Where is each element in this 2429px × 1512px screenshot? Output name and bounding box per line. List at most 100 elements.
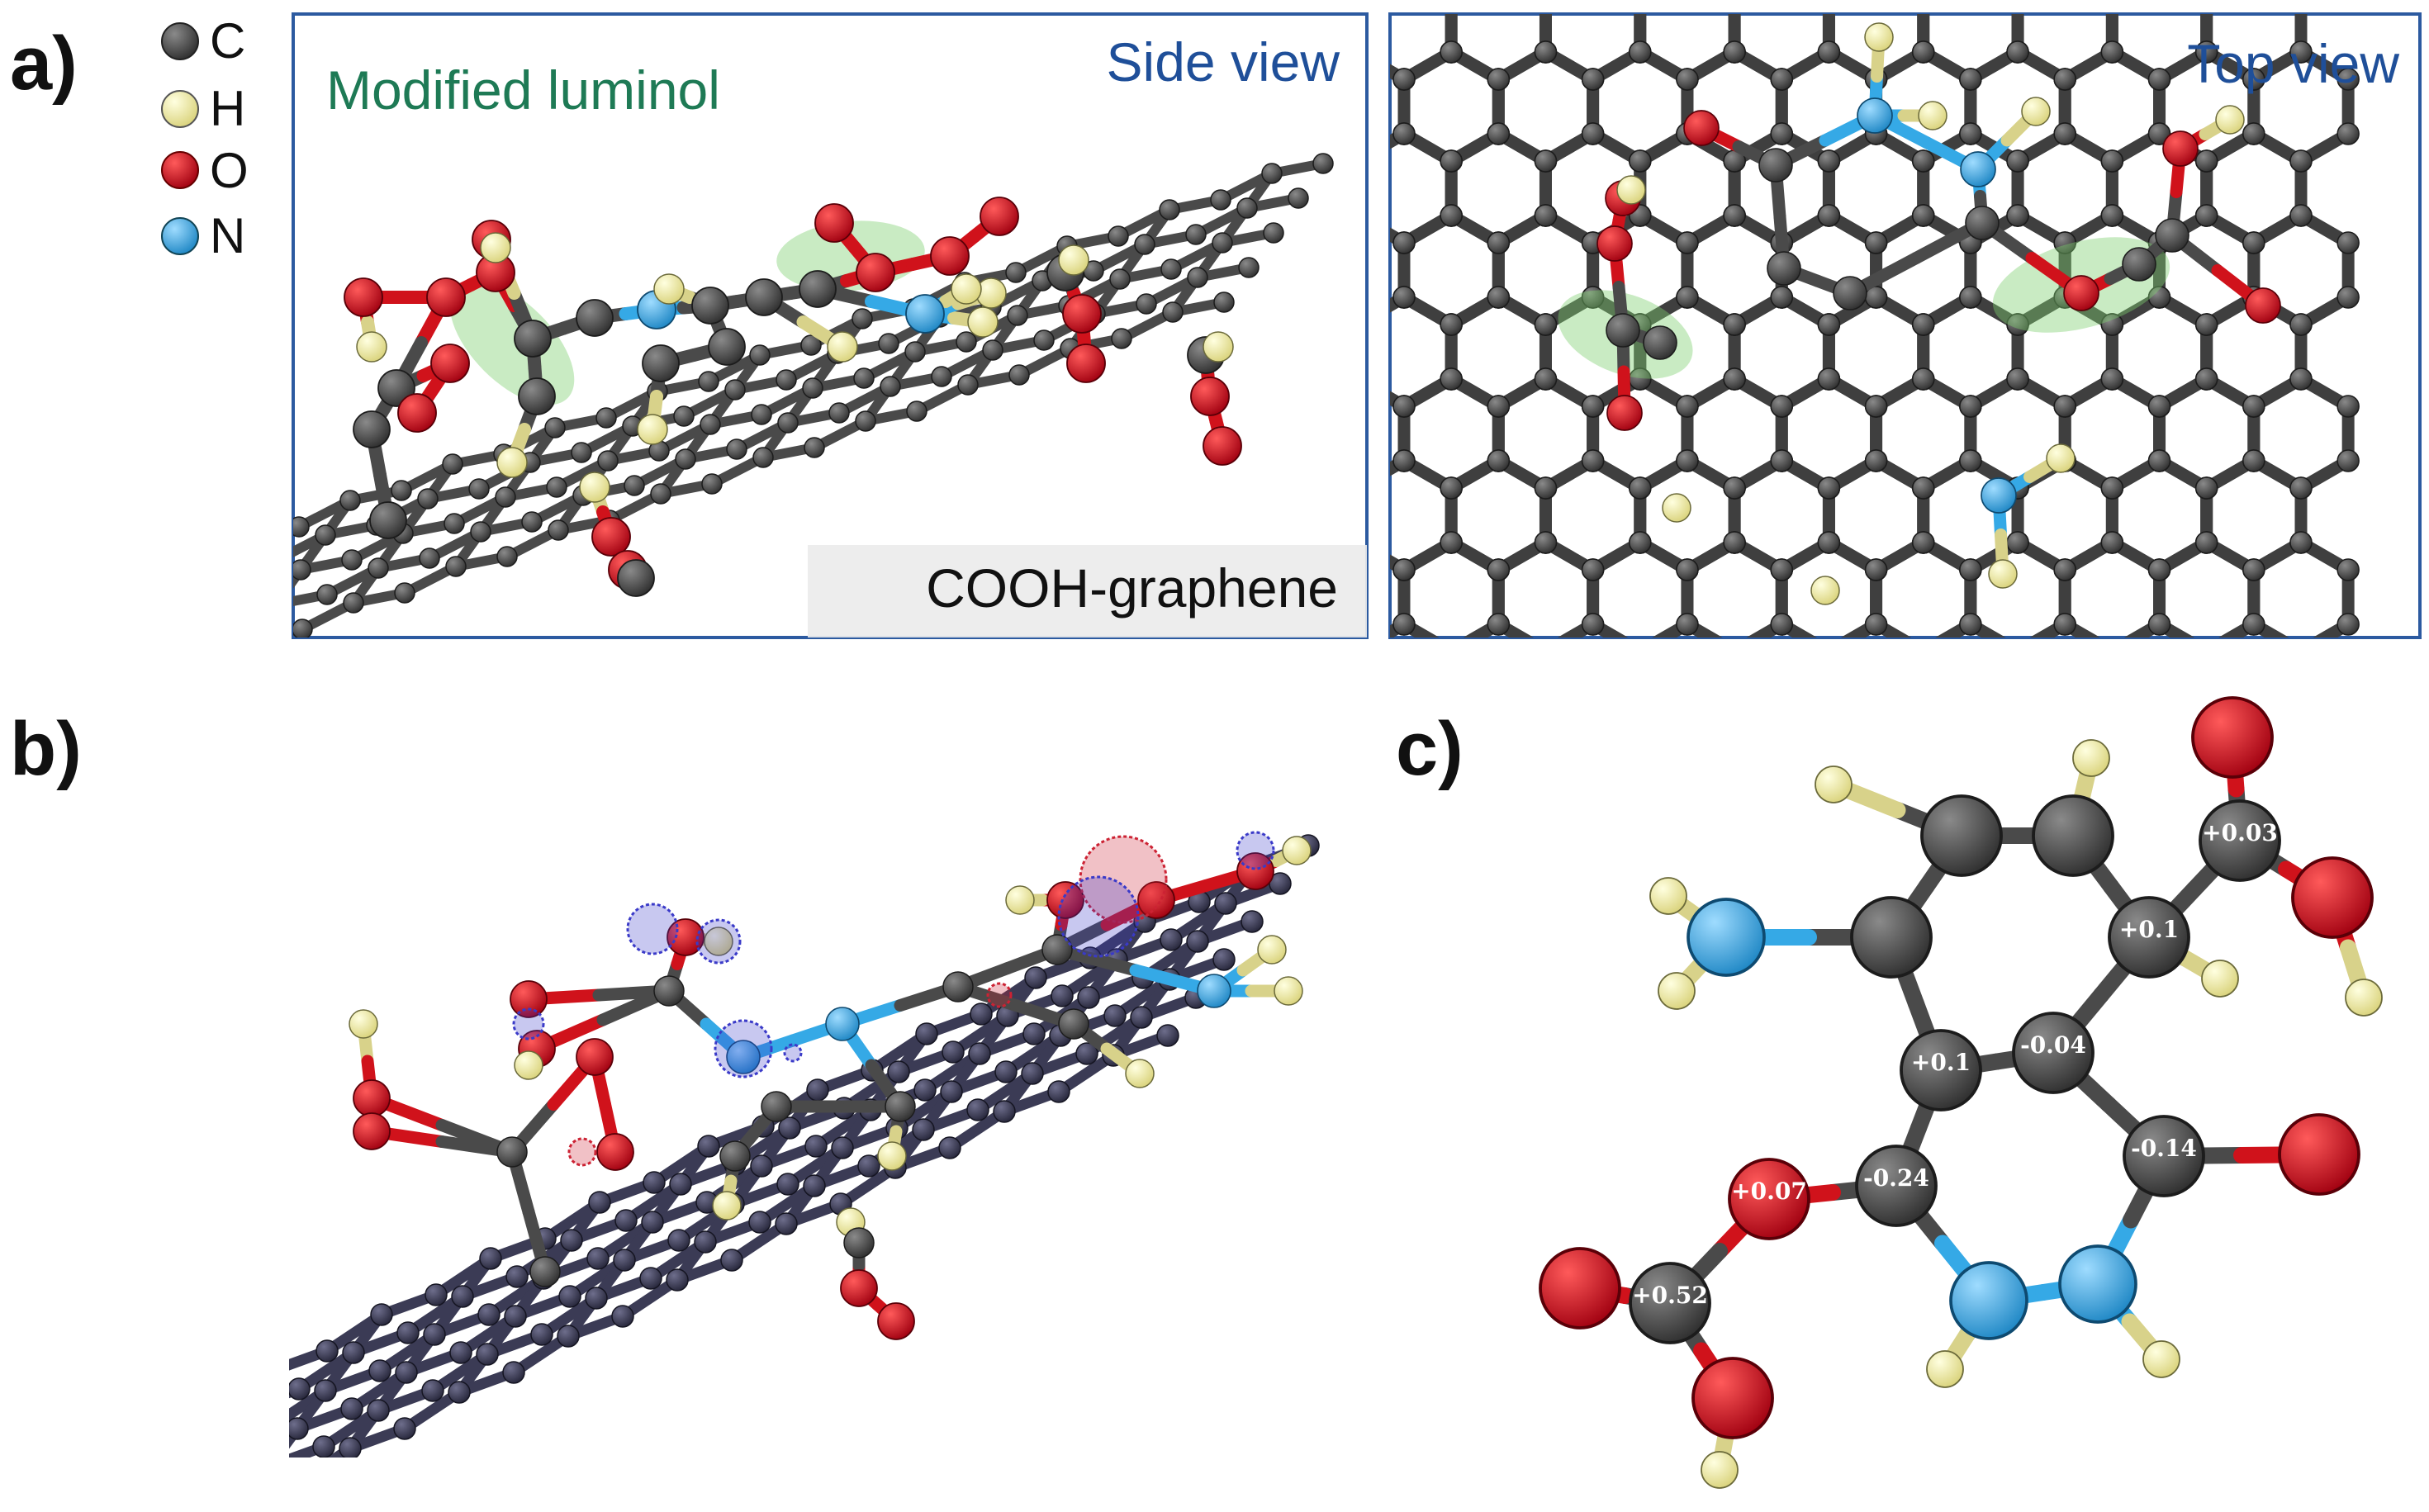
bond [173, 631, 225, 641]
positive-isosurface [1079, 835, 1168, 924]
positive-isosurface [567, 1137, 597, 1167]
hydrogen-atom [1282, 836, 1312, 865]
negative-isosurface [695, 918, 742, 965]
carbon-atom [776, 1173, 799, 1196]
top-view-model [1346, 0, 2360, 662]
carbon-atom [2289, 476, 2313, 500]
bader-charge-panel: +0.03 +0.1 +0.1 -0.04 -0.14 +0.07 -0.24 … [1539, 696, 2383, 1489]
carbon-atom [994, 1060, 1018, 1083]
carbon-atom [761, 1091, 792, 1122]
carbon-atom [1136, 293, 1157, 315]
hydrogen-atom-icon [161, 90, 199, 128]
carbon-atom [1723, 204, 1746, 227]
oxygen-atom [2063, 275, 2099, 311]
carbon-atom [1534, 204, 1558, 227]
carbon-atom [2147, 122, 2171, 145]
oxygen-atom [510, 980, 548, 1018]
carbon-atom [1392, 449, 1416, 472]
carbon-atom [1160, 928, 1183, 951]
carbon-atom [968, 1042, 991, 1065]
carbon-atom [391, 480, 412, 501]
carbon-atom [2194, 531, 2218, 554]
carbon-atom [1864, 231, 1888, 254]
oxygen-atom [1236, 852, 1274, 890]
carbon-atom [653, 975, 685, 1007]
carbon-atom [1723, 531, 1746, 554]
oxygen-atom [856, 253, 895, 292]
carbon-atom [2006, 40, 2029, 64]
carbon-atom [1959, 286, 1982, 309]
oxygen-atom-icon [161, 151, 199, 189]
carbon-atom [1487, 231, 1511, 254]
carbon-atom [650, 483, 671, 505]
carbon-atom [1487, 558, 1511, 581]
carbon-atom [449, 1341, 472, 1364]
carbon-atom [1770, 449, 1794, 472]
carbon-atom [1911, 40, 1935, 64]
carbon-atom [585, 1287, 608, 1310]
carbon-atom [2336, 286, 2360, 309]
oxygen-atom [2162, 130, 2199, 167]
carbon-atom [1911, 476, 1935, 500]
carbon-atom [1021, 1062, 1044, 1085]
carbon-atom [502, 1361, 525, 1384]
carbon-atom [544, 417, 566, 438]
hydrogen-atom [349, 1009, 378, 1039]
carbon-atom [139, 666, 159, 685]
carbon-atom [1440, 531, 1463, 554]
carbon-atom [2007, 641, 2028, 662]
carbon-atom [1033, 329, 1055, 351]
carbon-atom [940, 1080, 963, 1103]
atom-legend: C H O N [161, 13, 249, 263]
carbon-atom [2336, 449, 2360, 472]
carbon-atom [806, 1078, 829, 1102]
carbon-atom [778, 1116, 801, 1140]
charge-labels: +0.03 +0.1 +0.1 -0.04 -0.14 +0.07 -0.24 … [1632, 819, 2278, 1309]
carbon-atom [1487, 449, 1511, 472]
carbon-atom [970, 1002, 993, 1026]
carbon-atom [1581, 68, 1605, 91]
oxygen-atom [1137, 881, 1175, 919]
negative-isosurface [783, 1043, 803, 1063]
carbon-atom [1440, 313, 1463, 336]
carbon-atom [698, 371, 719, 392]
carbon-atom [1833, 276, 1867, 310]
carbon-atom [470, 521, 491, 543]
negative-isosurface [714, 1019, 773, 1078]
carbon-atom [719, 1140, 751, 1172]
carbon-atom [777, 412, 799, 434]
carbon-atom [700, 414, 721, 435]
carbon-atom [548, 519, 569, 541]
carbon-atom [368, 1359, 391, 1382]
carbon-atom [206, 1436, 227, 1457]
charge-label: +0.1 [2119, 916, 2179, 943]
carbon-atom [1212, 948, 1236, 971]
carbon-atom [831, 1136, 854, 1159]
carbon-atom [2196, 0, 2218, 8]
carbon-atom [451, 1285, 474, 1308]
bond [188, 1447, 216, 1485]
carbon-atom [576, 299, 614, 337]
positive-isosurface [986, 982, 1013, 1008]
carbon-atom [2007, 0, 2028, 8]
carbon-atom [178, 1474, 199, 1495]
carbon-atom [241, 629, 261, 649]
carbon-atom [1855, 1145, 1938, 1227]
carbon-atom [289, 1377, 311, 1401]
legend-label-o: O [210, 143, 249, 198]
carbon-atom [1288, 187, 1309, 209]
carbon-atom [855, 410, 876, 432]
carbon-atom [417, 488, 439, 510]
carbon-atom [614, 1209, 638, 1232]
carbon-atom [1346, 0, 1368, 8]
carbon-atom [2147, 395, 2171, 418]
carbon-atom [942, 1040, 965, 1064]
carbon-atom [367, 1399, 390, 1422]
bond [149, 641, 173, 675]
carbon-atom [2336, 231, 2360, 254]
carbon-atom [442, 453, 463, 475]
carbon-atom [1534, 40, 1558, 64]
carbon-atom [496, 1136, 528, 1168]
carbon-atom [293, 559, 311, 581]
carbon-atom [586, 1247, 610, 1270]
